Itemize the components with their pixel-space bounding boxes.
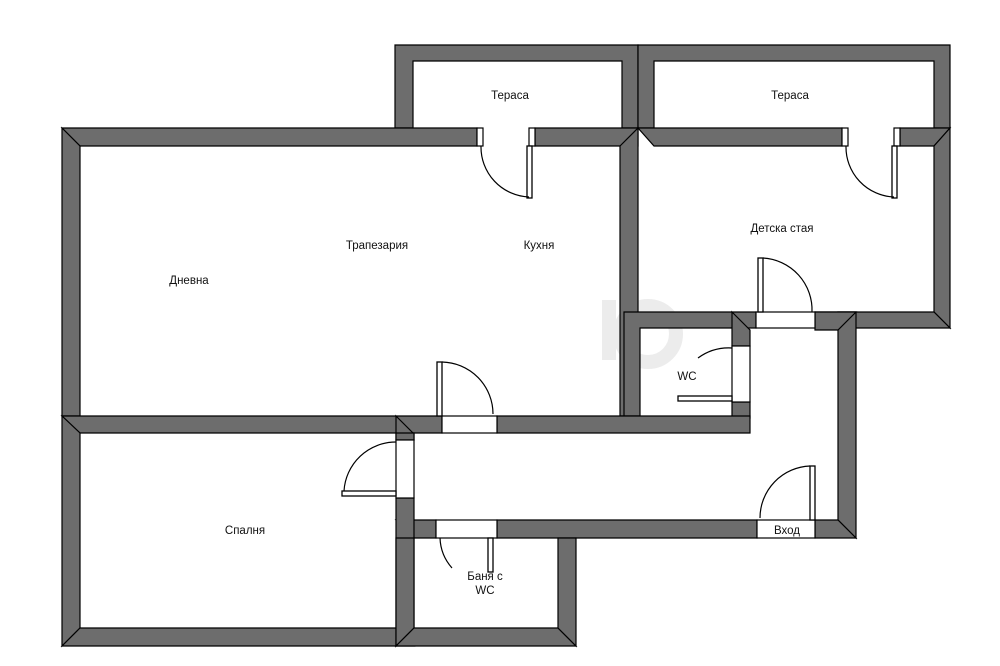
label-living: Дневна: [169, 275, 209, 287]
wall-terrace-right: [637, 44, 951, 129]
label-bathroom-line2: WC: [475, 585, 494, 597]
wall-bedroom-bottom: [60, 627, 416, 647]
room-labels: Тераса Тераса Трапезария Кухня Дневна Де…: [169, 90, 813, 597]
wall-bedroom-right-top: [395, 432, 415, 441]
label-bathroom-line1: Баня с: [467, 571, 503, 583]
wall-living-left: [61, 126, 81, 417]
watermark-logo-bar: [602, 300, 616, 360]
label-terrace-left: Тераса: [491, 90, 529, 102]
label-terrace-right: Тераса: [771, 90, 809, 102]
wall-bath-right: [557, 537, 577, 648]
wall-kids-top-left: [636, 127, 843, 147]
door-wc: [677, 345, 751, 403]
door-bathroom: [435, 519, 498, 573]
label-kids-room: Детска стая: [750, 223, 813, 235]
label-entrance: Вход: [774, 525, 800, 537]
door-terrace-left: [476, 127, 536, 199]
wall-bath-left: [395, 537, 415, 648]
wall-bath-bottom: [394, 627, 578, 647]
door-bedroom: [341, 439, 415, 499]
label-wc: WC: [677, 371, 696, 383]
wall-living-top-left: [60, 127, 478, 147]
door-living: [436, 361, 498, 434]
wall-corridor-top-a: [60, 415, 443, 434]
doors: [341, 127, 901, 573]
door-terrace-right: [841, 127, 901, 199]
wall-corridor-top-b: [496, 415, 751, 434]
door-kids-room: [755, 257, 816, 329]
walls: [60, 44, 952, 648]
label-kitchen: Кухня: [524, 240, 555, 252]
label-dining: Трапезария: [346, 240, 408, 252]
label-bedroom: Спалня: [225, 525, 265, 537]
door-entrance: [756, 465, 816, 539]
wall-kids-right: [933, 126, 951, 330]
wall-bedroom-left: [61, 414, 81, 648]
wall-corridor-bottom-b: [496, 519, 758, 539]
wall-terrace-left: [394, 44, 639, 129]
wall-corridor-right: [837, 311, 857, 540]
